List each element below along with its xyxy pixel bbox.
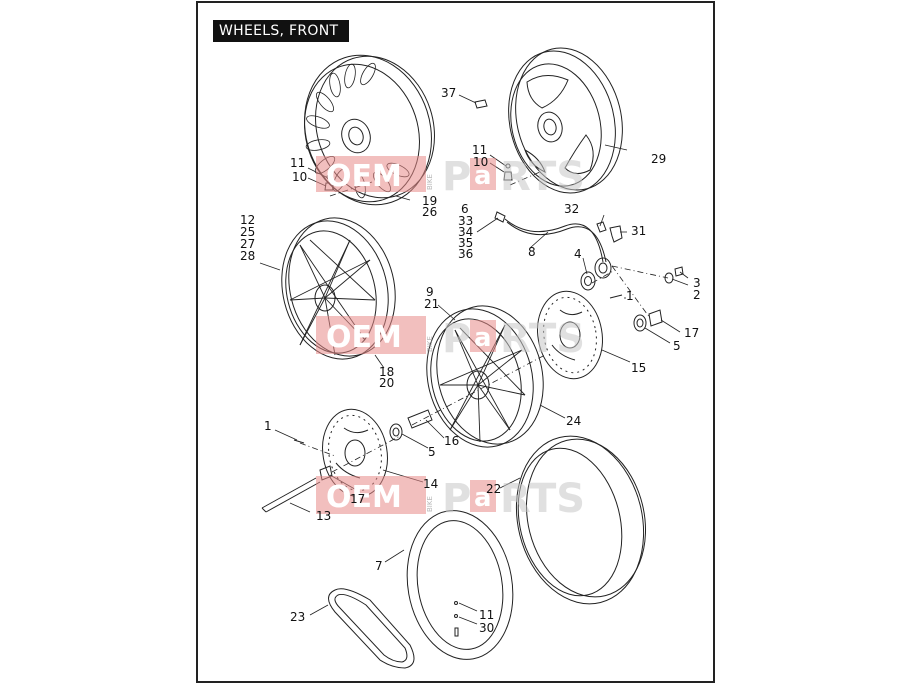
callout-9: 9 <box>426 285 434 299</box>
washer-2 <box>664 272 674 284</box>
diagram-title: WHEELS, FRONT <box>213 20 349 42</box>
svg-text:P: P <box>442 476 471 522</box>
callout-37: 37 <box>441 86 456 100</box>
callout-28: 28 <box>240 249 255 263</box>
callout-5: 5 <box>428 445 436 459</box>
callout-18: 18 <box>379 365 394 379</box>
svg-text:OEM: OEM <box>326 480 402 515</box>
watermark-middle: OEM BIKE P a RTS <box>316 316 585 362</box>
callout-11: 11 <box>290 156 305 170</box>
brake-rotor-15 <box>537 290 603 380</box>
callout-32: 32 <box>564 202 579 216</box>
sleeve-16 <box>407 409 433 429</box>
callout-4: 4 <box>574 247 582 261</box>
callout-31: 31 <box>631 224 646 238</box>
callout-16: 16 <box>444 434 459 448</box>
callout-22: 22 <box>486 482 501 496</box>
callout-21: 21 <box>424 297 439 311</box>
watermark-rts: RTS <box>500 154 585 200</box>
svg-text:a: a <box>474 323 492 353</box>
watermark-bike: BIKE <box>426 174 434 190</box>
svg-text:BIKE: BIKE <box>426 496 434 512</box>
callout-23: 23 <box>290 610 305 624</box>
watermark-p: P <box>442 154 471 200</box>
bolt-1-left <box>293 439 305 444</box>
part-31 <box>609 225 623 243</box>
sensor-cable-8 <box>494 211 612 279</box>
callout-19: 19 <box>422 194 437 208</box>
spacer-17-right <box>648 309 663 327</box>
callout-1: 1 <box>264 419 272 433</box>
svg-text:RTS: RTS <box>500 316 585 362</box>
callout-17: 17 <box>684 326 699 340</box>
callout-20: 20 <box>379 376 394 390</box>
callout-15: 15 <box>631 361 646 375</box>
callout-2: 2 <box>693 288 701 302</box>
bearing-5-left <box>389 423 403 441</box>
callout-30: 30 <box>479 621 494 635</box>
laced-wheel-18-20 <box>281 217 396 360</box>
callout-27: 27 <box>240 237 255 251</box>
watermark-top: OEM BIKE P a RTS <box>316 154 585 200</box>
svg-text:OEM: OEM <box>326 320 402 355</box>
rim-strip-23 <box>328 588 415 669</box>
tire-22 <box>515 435 647 605</box>
callout-17: 17 <box>350 492 365 506</box>
callout-35: 35 <box>458 236 473 250</box>
callout-29: 29 <box>651 152 666 166</box>
callout-24: 24 <box>566 414 581 428</box>
bearing-5-right <box>633 314 647 332</box>
callout-33: 33 <box>458 214 473 228</box>
callout-8: 8 <box>528 245 536 259</box>
disc-wheel-29 <box>508 47 623 194</box>
svg-text:RTS: RTS <box>500 476 585 522</box>
callout-12: 12 <box>240 213 255 227</box>
axle-13 <box>261 477 321 513</box>
diagram-frame <box>196 1 715 683</box>
callout-25: 25 <box>240 225 255 239</box>
laced-wheel-24 <box>426 305 544 448</box>
callout-labels: 37 11 10 11 10 19 26 29 6 33 34 35 36 8 … <box>240 86 701 635</box>
svg-text:P: P <box>442 316 471 362</box>
inner-tube-7 <box>406 510 514 660</box>
callout-10: 10 <box>292 170 307 184</box>
part-32 <box>596 221 607 233</box>
callout-36: 36 <box>458 247 473 261</box>
callout-10: 10 <box>473 155 488 169</box>
callout-7: 7 <box>375 559 383 573</box>
callout-5: 5 <box>673 339 681 353</box>
nut-3 <box>674 266 684 277</box>
callout-13: 13 <box>316 509 331 523</box>
bolt-1-right <box>609 294 623 299</box>
callout-26: 26 <box>422 205 437 219</box>
callout-11: 11 <box>479 608 494 622</box>
watermark-bottom: OEM BIKE P a RTS <box>316 476 585 522</box>
wheel-weight-37 <box>474 99 488 109</box>
callout-11: 11 <box>472 143 487 157</box>
callout-1: 1 <box>626 289 634 303</box>
callout-6: 6 <box>461 202 469 216</box>
watermark-oem: OEM <box>326 159 402 194</box>
brake-rotor-14 <box>322 408 388 498</box>
callout-34: 34 <box>458 225 473 239</box>
bearing-4 <box>580 271 596 291</box>
svg-text:a: a <box>474 483 492 513</box>
watermark-a: a <box>474 161 492 191</box>
svg-text:BIKE: BIKE <box>426 336 434 352</box>
callout-14: 14 <box>423 477 438 491</box>
callout-3: 3 <box>693 276 701 290</box>
